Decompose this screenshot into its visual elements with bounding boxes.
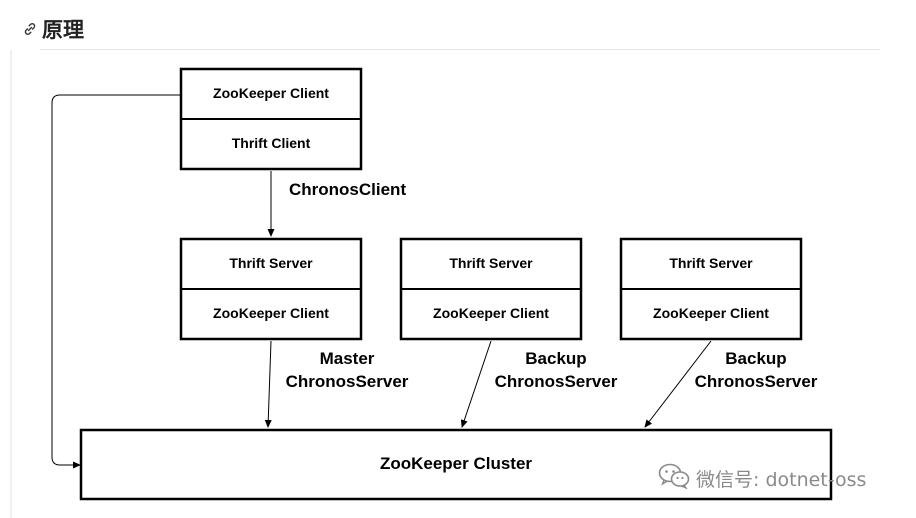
server-zookeeper-label: ZooKeeper Client xyxy=(653,305,769,321)
page-title: 原理 xyxy=(42,18,84,42)
server-zookeeper-label: ZooKeeper Client xyxy=(433,305,549,321)
server-name-label: ChronosServer xyxy=(495,372,618,391)
server-thrift-label: Thrift Server xyxy=(449,255,533,271)
client-thrift-label: Thrift Client xyxy=(232,135,311,151)
server-name-label: ChronosServer xyxy=(286,372,409,391)
link-icon[interactable] xyxy=(22,21,38,37)
server-to-cluster-arrow xyxy=(644,340,712,428)
backup-server-box: Thrift Server ZooKeeper Client xyxy=(619,237,803,341)
left-border xyxy=(10,50,12,518)
server-zookeeper-label: ZooKeeper Client xyxy=(213,305,329,321)
backup-server-box: Thrift Server ZooKeeper Client xyxy=(399,237,583,341)
server-role-label: Backup xyxy=(525,349,586,368)
heading-divider xyxy=(40,49,880,50)
server-thrift-label: Thrift Server xyxy=(669,255,753,271)
client-zookeeper-label: ZooKeeper Client xyxy=(213,85,329,101)
client-to-cluster-arrow xyxy=(51,94,181,469)
master-server-box: Thrift Server ZooKeeper Client xyxy=(179,237,363,341)
wechat-icon xyxy=(658,463,690,494)
watermark: 微信号: dotnet-oss xyxy=(658,463,866,494)
watermark-text: 微信号: dotnet-oss xyxy=(696,469,867,491)
server-to-cluster-arrow xyxy=(264,340,272,428)
zookeeper-cluster-box: ZooKeeper Cluster xyxy=(79,428,833,501)
server-name-label: ChronosServer xyxy=(695,372,818,391)
server-role-label: Master xyxy=(320,349,375,368)
server-role-label: Backup xyxy=(725,349,786,368)
cluster-label: ZooKeeper Cluster xyxy=(380,454,532,473)
chronos-client-box: ZooKeeper Client Thrift Client xyxy=(179,67,363,171)
section-heading: 原理 xyxy=(22,14,84,44)
server-thrift-label: Thrift Server xyxy=(229,255,313,271)
server-to-cluster-arrow xyxy=(460,340,492,428)
chronos-client-label: ChronosClient xyxy=(289,180,406,199)
